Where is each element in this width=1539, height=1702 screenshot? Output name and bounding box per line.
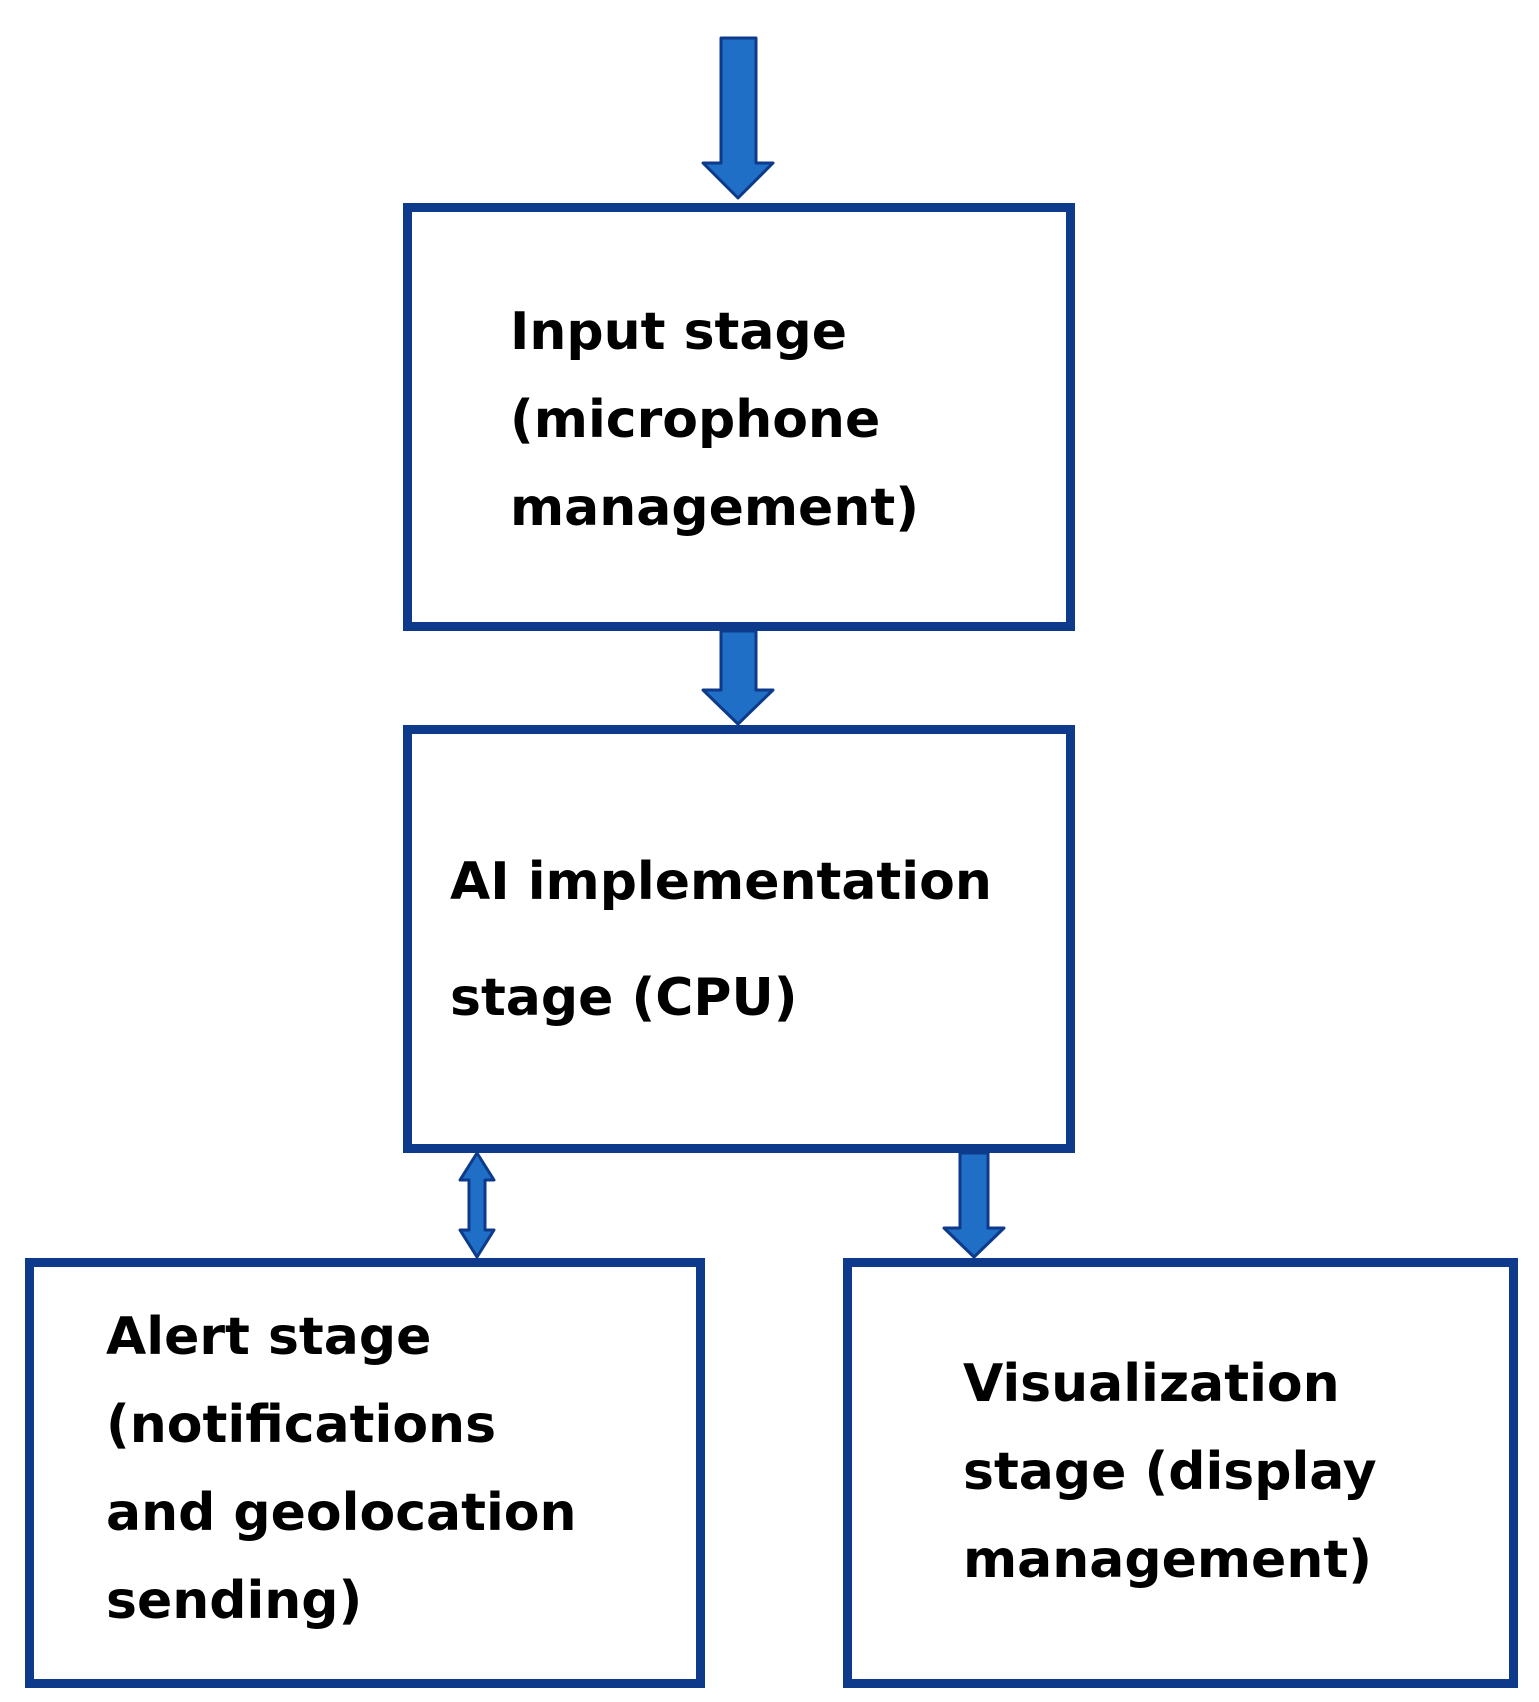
alert-stage-label-line: Alert stage [106,1307,432,1367]
visualization-stage-label-line: management) [963,1530,1372,1590]
visualization-stage-label-line: Visualization [963,1354,1340,1414]
arrow-into-input-stage [701,36,775,200]
ai-stage-label-line: stage (CPU) [450,968,798,1028]
alert-stage-label-line: and geolocation [106,1483,577,1543]
input-stage-box [403,203,1075,631]
ai-implementation-stage-label: AI implementation stage (CPU) [450,824,992,1056]
ai-implementation-stage-box [403,725,1075,1153]
input-stage-label-line: (microphone [510,390,881,450]
visualization-stage-label: Visualization stage (display management) [963,1340,1377,1604]
visualization-stage-label-line: stage (display [963,1442,1377,1502]
ai-stage-label-line: AI implementation [450,852,992,912]
alert-stage-label: Alert stage (notifications and geolocati… [106,1293,577,1645]
input-stage-label: Input stage (microphone management) [510,288,919,552]
arrow-ai-to-visualization-stage [942,1151,1006,1259]
alert-stage-box [25,1258,705,1688]
alert-stage-label-line: sending) [106,1571,363,1631]
input-stage-label-line: Input stage [510,302,847,362]
alert-stage-label-line: (notifications [106,1395,497,1455]
arrow-input-to-ai-stage [701,629,775,726]
visualization-stage-box [843,1258,1518,1688]
input-stage-label-line: management) [510,478,919,538]
arrow-ai-alert-bidirectional [458,1151,496,1259]
